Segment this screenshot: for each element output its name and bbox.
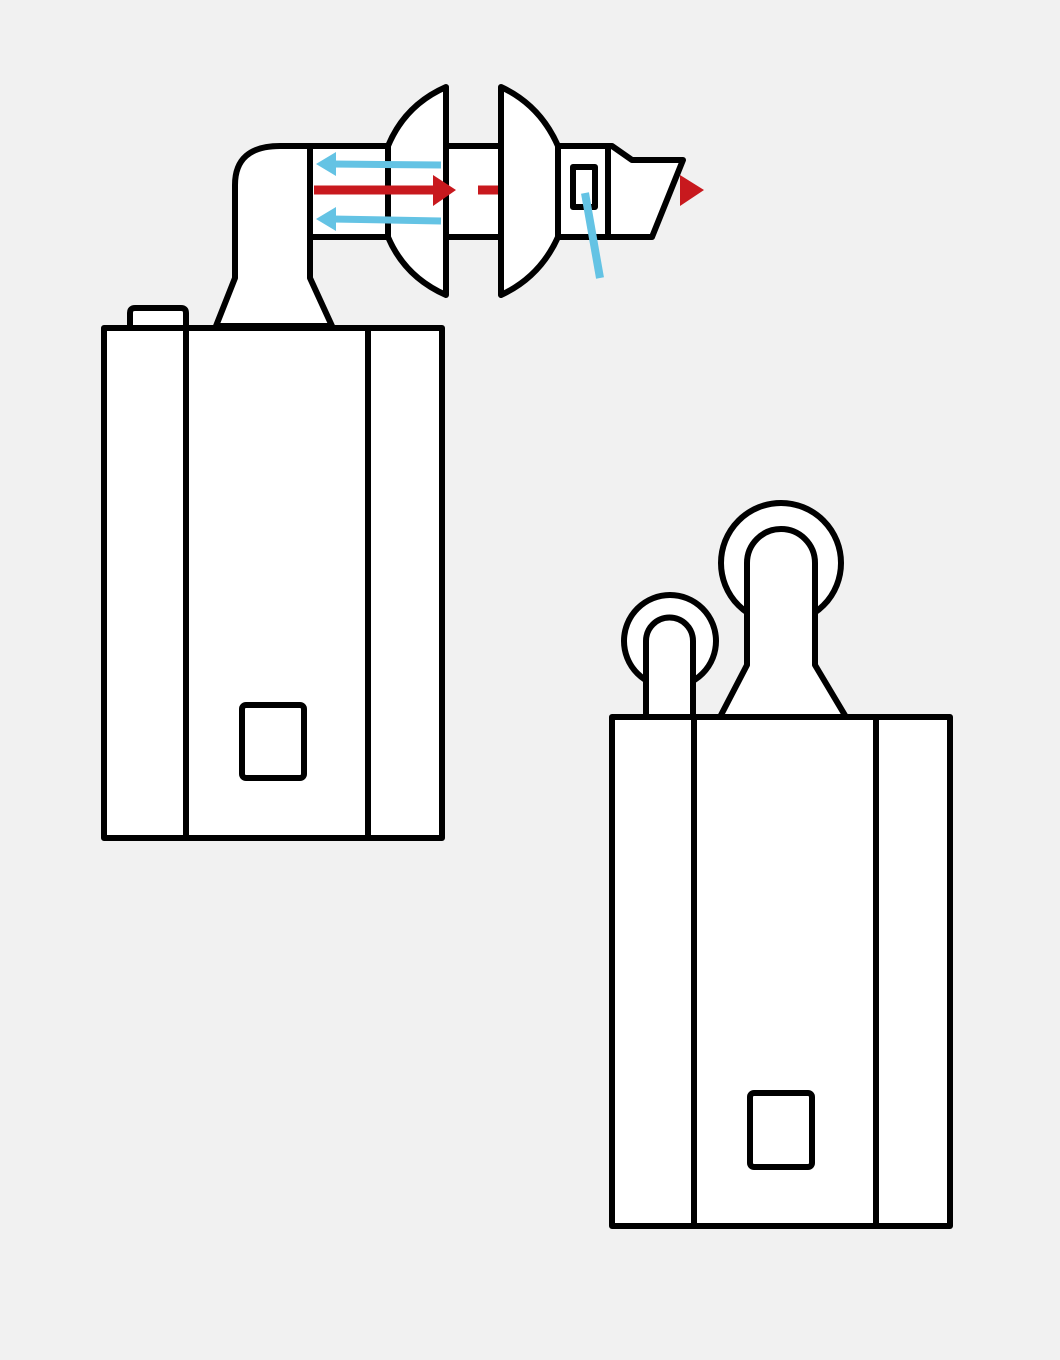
intake-arrow — [331, 215, 442, 225]
wall-plate-outer — [498, 84, 561, 298]
boiler-right — [609, 500, 953, 1229]
intake-arrows — [316, 152, 604, 279]
arrowhead-icon — [316, 207, 336, 231]
flue-pipe-large — [717, 526, 849, 720]
boiler-tab — [127, 305, 189, 328]
intake-arrow — [331, 160, 442, 169]
arrowhead-icon — [680, 175, 704, 206]
exhaust-arrows — [314, 175, 704, 206]
horizontal-flue — [213, 84, 704, 329]
arrowhead-icon — [433, 175, 456, 206]
intake-arrow — [581, 192, 604, 279]
boiler-left — [101, 305, 445, 841]
control-panel — [239, 702, 307, 781]
control-panel — [747, 1090, 815, 1170]
flue-pipe-small — [643, 614, 696, 720]
arrowhead-icon — [316, 152, 336, 176]
